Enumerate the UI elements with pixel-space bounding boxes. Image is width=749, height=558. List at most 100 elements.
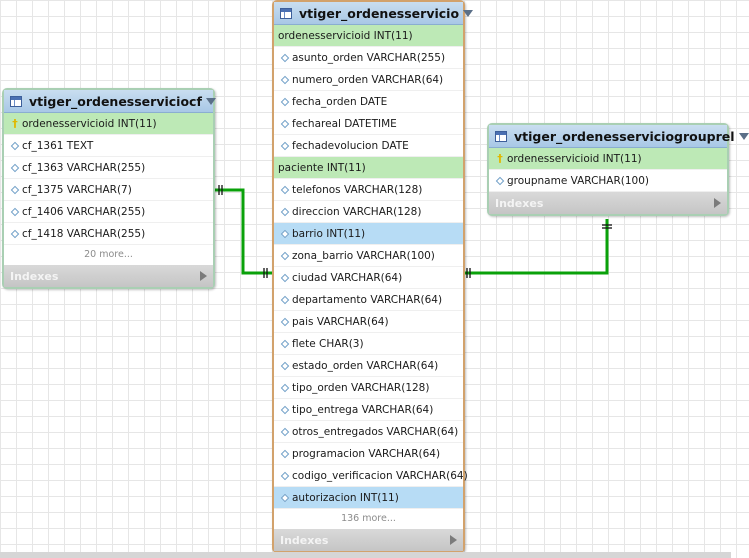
column-row[interactable]: estado_orden VARCHAR(64) (274, 355, 463, 377)
column-label: fechareal DATETIME (292, 117, 397, 130)
table-header[interactable]: vtiger_ordenesserviciocf (4, 90, 216, 113)
collapse-arrow-icon[interactable] (463, 9, 474, 17)
table-icon (495, 130, 507, 142)
column-label: direccion VARCHAR(128) (292, 205, 422, 218)
table-ordenesservicio[interactable]: vtiger_ordenesservicio ordenesservicioid… (272, 0, 474, 553)
column-diamond-icon (278, 405, 292, 414)
column-label: barrio INT(11) (292, 227, 366, 240)
column-row[interactable]: tipo_entrega VARCHAR(64) (274, 399, 463, 421)
column-row[interactable]: codigo_verificacion VARCHAR(64) (274, 465, 468, 487)
relation-cf-to-main[interactable] (214, 188, 275, 275)
column-label: estado_orden VARCHAR(64) (292, 359, 439, 372)
column-row[interactable]: cf_1363 VARCHAR(255) (4, 157, 213, 179)
indexes-section[interactable]: Indexes (489, 192, 727, 214)
column-list: ordenesservicioid INT(11) asunto_orden VA… (274, 25, 468, 509)
column-diamond-icon (8, 163, 22, 172)
column-diamond-icon (278, 361, 292, 370)
column-row[interactable]: fecha_orden DATE (274, 91, 463, 113)
table-icon (280, 7, 292, 19)
column-label: cf_1363 VARCHAR(255) (22, 161, 146, 174)
key-icon: † (497, 151, 503, 165)
column-diamond-icon (8, 229, 22, 238)
column-label: cf_1375 VARCHAR(7) (22, 183, 132, 196)
column-diamond-icon (278, 185, 292, 194)
column-diamond-icon (278, 75, 292, 84)
indexes-section[interactable]: Indexes (4, 265, 213, 287)
collapse-arrow-icon[interactable] (738, 132, 749, 140)
column-row[interactable]: †ordenesservicioid INT(11) (489, 148, 727, 170)
column-row[interactable]: zona_barrio VARCHAR(100) (274, 245, 463, 267)
column-row[interactable]: telefonos VARCHAR(128) (274, 179, 463, 201)
column-diamond-icon (278, 339, 292, 348)
column-diamond-icon (8, 207, 22, 216)
column-row[interactable]: tipo_orden VARCHAR(128) (274, 377, 463, 399)
table-ordenesserviciocf[interactable]: vtiger_ordenesserviciocf †ordenesservici… (2, 88, 216, 289)
column-diamond-icon (278, 229, 292, 238)
indexes-label: Indexes (10, 269, 59, 283)
column-label: departamento VARCHAR(64) (292, 293, 443, 306)
column-label: cf_1418 VARCHAR(255) (22, 227, 146, 240)
column-diamond-icon (278, 493, 292, 502)
column-row[interactable]: programacion VARCHAR(64) (274, 443, 463, 465)
collapse-arrow-icon[interactable] (205, 97, 216, 105)
column-row[interactable]: paciente INT(11) (274, 157, 463, 179)
column-row[interactable]: numero_orden VARCHAR(64) (274, 69, 463, 91)
column-row[interactable]: fechadevolucion DATE (274, 135, 463, 157)
column-row[interactable]: departamento VARCHAR(64) (274, 289, 463, 311)
column-label: tipo_orden VARCHAR(128) (292, 381, 430, 394)
table-header[interactable]: vtiger_ordenesserviciogrouprel (489, 125, 749, 148)
column-label: ordenesservicioid INT(11) (22, 117, 157, 130)
column-row[interactable]: fechareal DATETIME (274, 113, 463, 135)
expand-arrow-icon[interactable] (200, 271, 207, 281)
column-row[interactable]: groupname VARCHAR(100) (489, 170, 727, 192)
table-header[interactable]: vtiger_ordenesservicio (274, 2, 474, 25)
table-icon (10, 95, 22, 107)
column-row[interactable]: flete CHAR(3) (274, 333, 463, 355)
column-diamond-icon (278, 207, 292, 216)
column-label: programacion VARCHAR(64) (292, 447, 441, 460)
column-label: ordenesservicioid INT(11) (278, 29, 413, 42)
column-diamond-icon (278, 53, 292, 62)
column-row[interactable]: asunto_orden VARCHAR(255) (274, 47, 463, 69)
column-diamond-icon (278, 295, 292, 304)
column-row[interactable]: direccion VARCHAR(128) (274, 201, 463, 223)
column-row[interactable]: cf_1418 VARCHAR(255) (4, 223, 213, 245)
indexes-section[interactable]: Indexes (274, 529, 463, 551)
column-row[interactable]: †ordenesservicioid INT(11) (4, 113, 213, 135)
column-label: telefonos VARCHAR(128) (292, 183, 423, 196)
column-row[interactable]: autorizacion INT(11) (274, 487, 463, 509)
horizontal-scrollbar[interactable] (0, 552, 731, 558)
column-row[interactable]: cf_1406 VARCHAR(255) (4, 201, 213, 223)
column-label: cf_1406 VARCHAR(255) (22, 205, 146, 218)
column-row[interactable]: cf_1361 TEXT (4, 135, 213, 157)
column-label: ciudad VARCHAR(64) (292, 271, 403, 284)
column-diamond-icon (278, 471, 292, 480)
table-ordenesserviciogrouprel[interactable]: vtiger_ordenesserviciogrouprel †ordeness… (487, 123, 749, 216)
column-label: tipo_entrega VARCHAR(64) (292, 403, 434, 416)
column-row[interactable]: cf_1375 VARCHAR(7) (4, 179, 213, 201)
column-row[interactable]: pais VARCHAR(64) (274, 311, 463, 333)
column-row[interactable]: ordenesservicioid INT(11) (274, 25, 463, 47)
column-label: autorizacion INT(11) (292, 491, 399, 504)
more-columns-label[interactable]: 20 more... (4, 245, 213, 265)
column-label: zona_barrio VARCHAR(100) (292, 249, 435, 262)
column-label: cf_1361 TEXT (22, 139, 94, 152)
column-diamond-icon (278, 383, 292, 392)
column-row[interactable]: barrio INT(11) (274, 223, 463, 245)
relationship-lines (214, 185, 612, 278)
more-columns-label[interactable]: 136 more... (274, 509, 463, 529)
column-row[interactable]: ciudad VARCHAR(64) (274, 267, 463, 289)
column-diamond-icon (278, 97, 292, 106)
indexes-label: Indexes (495, 196, 544, 210)
column-row[interactable]: otros_entregados VARCHAR(64) (274, 421, 463, 443)
column-diamond-icon (278, 273, 292, 282)
column-label: pais VARCHAR(64) (292, 315, 389, 328)
expand-arrow-icon[interactable] (714, 198, 721, 208)
table-title: vtiger_ordenesservicio (299, 5, 460, 21)
column-label: groupname VARCHAR(100) (507, 174, 650, 187)
expand-arrow-icon[interactable] (450, 535, 457, 545)
relation-main-to-grouprel[interactable] (462, 219, 609, 275)
column-diamond-icon (278, 141, 292, 150)
table-title: vtiger_ordenesserviciogrouprel (514, 128, 735, 144)
column-diamond-icon (278, 449, 292, 458)
